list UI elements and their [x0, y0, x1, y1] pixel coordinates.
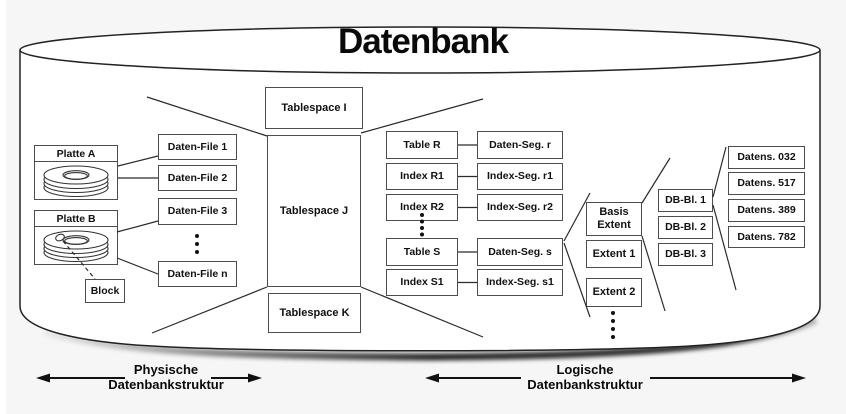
db-bl-1-box: DB-Bl. 1	[658, 189, 713, 212]
index-r2-box: Index R2	[386, 194, 458, 221]
db-bl-2-box: DB-Bl. 2	[658, 216, 713, 239]
platte-b-label: Platte B	[35, 211, 117, 227]
daten-file-n-box: Daten-File n	[158, 261, 237, 287]
disk-icon	[43, 230, 109, 263]
page-margin	[0, 0, 6, 414]
physical-structure-line2: Datenbankstruktur	[108, 377, 224, 393]
extent-1-box: Extent 1	[586, 240, 642, 268]
index-s1-box: Index S1	[386, 269, 458, 296]
diagram-title: Datenbank	[338, 22, 509, 61]
datens-032-box: Datens. 032	[728, 146, 805, 169]
db-bl-3-box: DB-Bl. 3	[658, 243, 713, 266]
daten-file-2-box: Daten-File 2	[158, 165, 237, 191]
index-seg-r2-box: Index-Seg. r2	[477, 194, 563, 221]
tablespace-k-box: Tablespace K	[268, 293, 361, 333]
tablespace-i-box: Tablespace I	[265, 87, 363, 129]
daten-file-3-box: Daten-File 3	[158, 198, 237, 225]
tablespace-j-box: Tablespace J	[267, 135, 361, 287]
platte-a-label: Platte A	[35, 146, 117, 162]
daten-file-1-box: Daten-File 1	[158, 134, 237, 160]
physical-structure-label: Physische Datenbankstruktur	[108, 362, 224, 393]
table-r-box: Table R	[386, 131, 458, 159]
block-marker-icon	[55, 233, 65, 242]
logical-structure-line2: Datenbankstruktur	[527, 377, 643, 393]
table-s-box: Table S	[386, 238, 458, 266]
daten-seg-r-box: Daten-Seg. r	[477, 131, 563, 159]
platte-a-box: Platte A	[34, 145, 118, 200]
datens-517-box: Datens. 517	[728, 172, 805, 195]
index-r1-box: Index R1	[386, 163, 458, 190]
basis-extent-box: Basis Extent	[586, 202, 642, 236]
extent-2-box: Extent 2	[586, 278, 642, 307]
daten-seg-s-box: Daten-Seg. s	[477, 238, 563, 266]
disk-icon	[43, 165, 109, 198]
logical-structure-label: Logische Datenbankstruktur	[526, 362, 644, 393]
logical-structure-line1: Logische	[556, 362, 614, 377]
platte-b-box: Platte B	[34, 210, 118, 265]
datens-389-box: Datens. 389	[728, 199, 805, 222]
index-seg-s1-box: Index-Seg. s1	[477, 269, 563, 296]
cylinder-top	[19, 26, 821, 74]
index-seg-r1-box: Index-Seg. r1	[477, 163, 563, 190]
datens-782-box: Datens. 782	[728, 226, 805, 248]
block-box: Block	[85, 279, 125, 303]
physical-structure-line1: Physische	[133, 362, 199, 377]
